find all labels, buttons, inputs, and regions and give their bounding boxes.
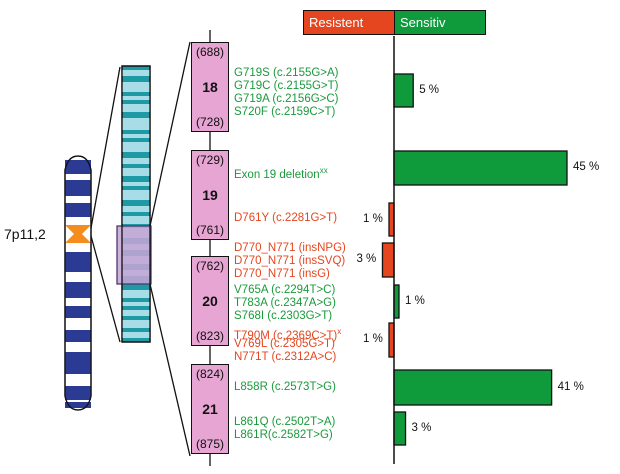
mutation-label: N771T (c.2312A>C) [234, 351, 337, 363]
mutation-label: D761Y (c.2281G>T) [234, 212, 338, 224]
highlight-region [116, 225, 152, 285]
zoom-line-bottom [90, 235, 121, 343]
exon-19-number: 19 [202, 187, 218, 203]
strip-band [122, 158, 150, 164]
exon-20-box: (762) 20 (823) [191, 256, 229, 346]
strip-band [122, 182, 150, 186]
exon-21-start: (824) [195, 367, 224, 381]
mutation-label: D770_N771 (insNPG) [234, 242, 346, 254]
chromosome-band [65, 386, 91, 400]
chromosome-band [65, 203, 91, 217]
zoom-line-exon-top [149, 41, 191, 227]
zoom-line-exon-bottom [149, 283, 191, 457]
legend-resistent: Resistent [303, 10, 395, 35]
chromosome-band [65, 402, 91, 408]
legend-sensitiv: Sensitiv [394, 10, 486, 35]
strip-band [122, 70, 150, 76]
strip-band [122, 190, 150, 200]
mutation-label: V769L (c.2305G>T) [234, 338, 335, 350]
strip-band [122, 82, 150, 92]
bar-percent-label: 41 % [557, 380, 584, 393]
chromosome-band [65, 160, 91, 174]
chromosome-band [65, 282, 91, 298]
mutation-label: L858R (c.2573T>G) [234, 381, 336, 393]
bar-percent-label: 3 % [411, 421, 432, 434]
exon-19-start: (729) [195, 153, 224, 167]
mutation-label: T783A (c.2347A>G) [234, 297, 336, 309]
strip-band [122, 118, 150, 130]
chromosome-band [65, 252, 91, 272]
chromosome-band [65, 352, 91, 374]
chromosome-band [65, 306, 91, 318]
mutation-label: L861R(c.2582T>G) [234, 429, 333, 441]
frequency-bars [381, 73, 568, 446]
sensitive-bar [393, 369, 553, 406]
strip-band [122, 310, 150, 316]
sensitive-bar [393, 411, 407, 446]
zoomed-band-strip [116, 65, 152, 343]
zoom-line-top [90, 66, 121, 229]
mutation-label: D770_N771 (insG) [234, 268, 330, 280]
chromosome-band [65, 330, 91, 342]
strip-band [122, 206, 150, 212]
strip-band [122, 320, 150, 328]
exon-18-number: 18 [202, 79, 218, 95]
strip-band [122, 96, 150, 100]
strip-band [122, 302, 150, 306]
strip-band [122, 332, 150, 338]
strip-band [122, 142, 150, 152]
centromere [65, 225, 91, 243]
chromosome-band [65, 180, 91, 196]
sensitive-bar [393, 73, 414, 108]
mutation-label: Exon 19 deletionxx [234, 166, 328, 181]
mutation-label: G719C (c.2155G>T) [234, 80, 339, 92]
exon-18-box: (688) 18 (728) [191, 42, 229, 132]
mutation-label: S720F (c.2159C>T) [234, 106, 336, 118]
mutation-label: L861Q (c.2502T>A) [234, 416, 336, 428]
exon-19-end: (761) [195, 223, 224, 237]
exon-19-box: (729) 19 (761) [191, 150, 229, 240]
strip-band [122, 134, 150, 138]
exon-18-end: (728) [195, 115, 224, 129]
bar-percent-label: 1 % [363, 212, 383, 225]
exon-21-box: (824) 21 (875) [191, 364, 229, 454]
exon-21-number: 21 [202, 401, 218, 417]
strip-band [122, 216, 150, 224]
resistant-bar [381, 242, 395, 278]
bar-percent-label: 1 % [405, 294, 425, 307]
mutation-label: S768I (c.2303G>T) [234, 310, 333, 322]
mutation-label: D770_N771 (insSVQ) [234, 255, 346, 267]
sensitive-bar [393, 150, 568, 186]
mutation-label: V765A (c.2294T>C) [234, 284, 336, 296]
exon-21-end: (875) [195, 437, 224, 451]
exon-20-end: (823) [195, 329, 224, 343]
chromosome-band-label: 7p11,2 [4, 226, 46, 242]
bar-percent-label: 45 % [573, 161, 600, 173]
bar-percent-label: 1 % [363, 333, 383, 345]
strip-band [122, 168, 150, 176]
mutation-label: G719S (c.2155G>A) [234, 67, 339, 79]
exon-18-start: (688) [195, 45, 224, 59]
bar-percent-label: 3 % [356, 253, 377, 265]
bar-percent-label: 5 % [419, 83, 440, 96]
strip-band [122, 290, 150, 298]
exon-20-start: (762) [195, 259, 224, 273]
mutation-label: T790M (c.2369C>T)x [234, 327, 342, 342]
mutation-label: G719A (c.2156G>C) [234, 93, 339, 105]
strip-band [122, 104, 150, 112]
exon-20-number: 20 [202, 293, 218, 309]
chromosome-ideogram [64, 155, 92, 411]
